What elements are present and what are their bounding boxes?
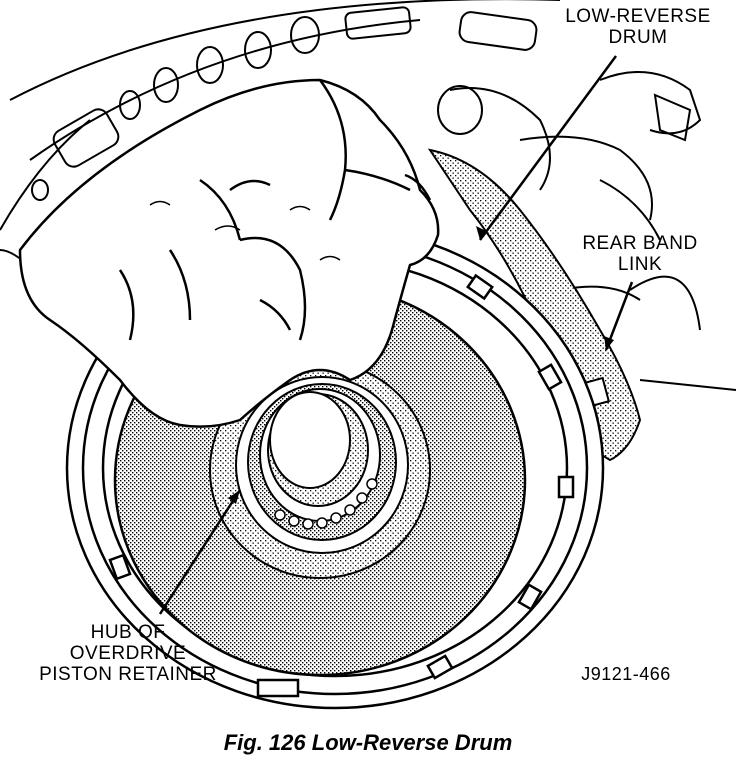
figure-code: J9121-466 (581, 664, 671, 684)
label-line: HUB OF (90, 622, 166, 643)
label-line: DRUM (608, 27, 668, 48)
label-low-reverse-drum: LOW-REVERSE DRUM (548, 6, 728, 48)
figure-caption: Fig. 126 Low-Reverse Drum (223, 730, 513, 755)
hand (18, 78, 440, 428)
label-line: REAR BAND (582, 233, 698, 254)
low-reverse-drum-illustration (0, 0, 736, 710)
label-rear-band-link: REAR BAND LINK (560, 233, 720, 275)
label-line: OVERDRIVE (69, 643, 187, 664)
hub-of-overdrive-piston-retainer (209, 361, 431, 579)
transmission-case (0, 0, 702, 331)
label-line: LINK (617, 254, 663, 275)
label-hub-of-overdrive-piston-retainer: HUB OF OVERDRIVE PISTON RETAINER (28, 622, 228, 685)
leader-hub (158, 489, 242, 615)
label-line: LOW-REVERSE (565, 6, 711, 27)
leader-low-reverse-drum (478, 55, 618, 241)
label-line: PISTON RETAINER (39, 664, 217, 685)
